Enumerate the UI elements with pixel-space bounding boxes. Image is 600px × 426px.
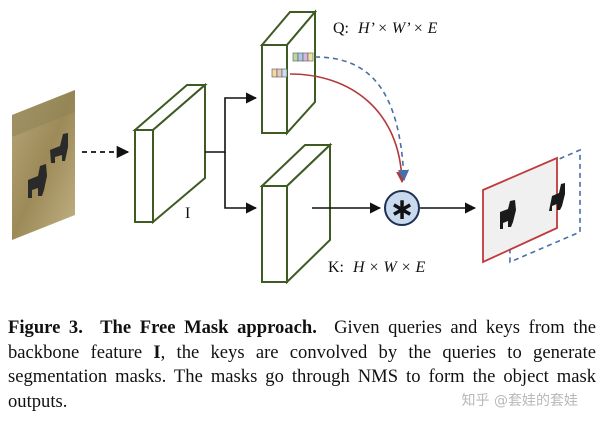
feature-label: I bbox=[185, 205, 190, 222]
caption-body-bold: I bbox=[153, 341, 161, 363]
query-label: Q: H’ × W’ × E bbox=[333, 20, 438, 37]
query-block bbox=[259, 9, 318, 136]
query-cell-icon bbox=[271, 68, 288, 78]
input-image bbox=[12, 90, 75, 240]
branch-arrow-query bbox=[205, 92, 258, 153]
zebra-icon bbox=[28, 133, 68, 198]
figure-diagram: I Q: H’ × W’ × E K: H × W × E ∗ bbox=[12, 9, 581, 285]
output-mask-red bbox=[482, 156, 558, 264]
caption-figure-label: Figure 3. bbox=[8, 317, 83, 338]
query-to-operator-red-arrow bbox=[289, 73, 408, 184]
convolution-operator: ∗ bbox=[384, 190, 420, 227]
key-label: K: H × W × E bbox=[328, 259, 425, 276]
backbone-feature-block bbox=[132, 82, 208, 225]
key-block bbox=[259, 142, 333, 285]
caption-title: The Free Mask approach. bbox=[100, 317, 317, 338]
caption-body-2: , the keys are convolved by the queries … bbox=[8, 341, 596, 412]
operator-symbol: ∗ bbox=[389, 192, 414, 227]
watermark: 知乎 @套娃的套娃 bbox=[461, 393, 578, 409]
output-masks bbox=[482, 148, 581, 264]
mask-silhouette-icon bbox=[500, 183, 565, 229]
query-to-output-blue-dashed bbox=[314, 56, 410, 182]
query-vector-icon bbox=[292, 52, 314, 62]
branch-arrow-key bbox=[224, 152, 258, 214]
caption-body-1: Given queries and keys from the backbone… bbox=[8, 317, 597, 363]
figure-caption: Figure 3. The Free Mask approach. Given … bbox=[8, 316, 596, 414]
